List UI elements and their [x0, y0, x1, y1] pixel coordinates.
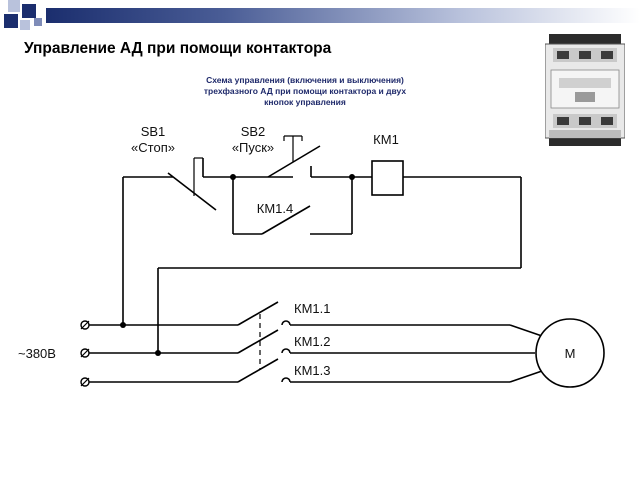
sb2-caption-label: «Пуск» — [232, 140, 274, 155]
decor-square — [22, 4, 36, 18]
km1-4-contact-symbol — [261, 205, 311, 235]
decor-square — [8, 0, 20, 12]
decor-square — [20, 20, 30, 30]
contact-hook — [281, 320, 291, 326]
contact-hook — [281, 348, 291, 354]
contactor-photo-icon — [545, 34, 625, 146]
slide-title: Управление АД при помощи контактора — [24, 40, 332, 57]
sb1-name-label: SB1 — [141, 124, 166, 139]
subtitle-line: трехфазного АД при помощи контактора и д… — [203, 86, 407, 96]
junction-dot — [349, 174, 355, 180]
diagram-subtitle: Схема управления (включения и выключения… — [150, 75, 460, 108]
sb2-name-label: SB2 — [241, 124, 266, 139]
motor-label: М — [565, 346, 576, 361]
header-gradient-band — [46, 8, 640, 23]
motor-symbol — [535, 318, 605, 388]
sb1-caption-label: «Стоп» — [131, 140, 175, 155]
decor-square — [4, 14, 18, 28]
subtitle-line: Схема управления (включения и выключения… — [206, 75, 404, 85]
subtitle-line: кнопок управления — [264, 97, 346, 107]
header-decoration — [0, 0, 640, 40]
decor-square — [34, 18, 42, 26]
supply-terminal — [80, 320, 90, 330]
km1-2-contact-label: КМ1.2 — [294, 334, 330, 349]
junction-dot — [230, 174, 236, 180]
km1-1-contact-label: КМ1.1 — [294, 301, 330, 316]
supply-voltage-label: ~380В — [18, 346, 56, 361]
contact-hook — [281, 377, 291, 383]
km1-coil-symbol — [371, 160, 404, 196]
supply-terminal — [80, 348, 90, 358]
hold-contact-label: КМ1.4 — [257, 201, 293, 216]
sb2-start-button-symbol — [267, 135, 321, 178]
supply-terminal — [80, 377, 90, 387]
km1-3-contact-label: КМ1.3 — [294, 363, 330, 378]
coil-label: КМ1 — [373, 132, 399, 147]
sb1-stop-button-symbol — [167, 157, 217, 211]
control-circuit-wires — [122, 176, 522, 353]
power-circuit-wires — [88, 301, 543, 383]
